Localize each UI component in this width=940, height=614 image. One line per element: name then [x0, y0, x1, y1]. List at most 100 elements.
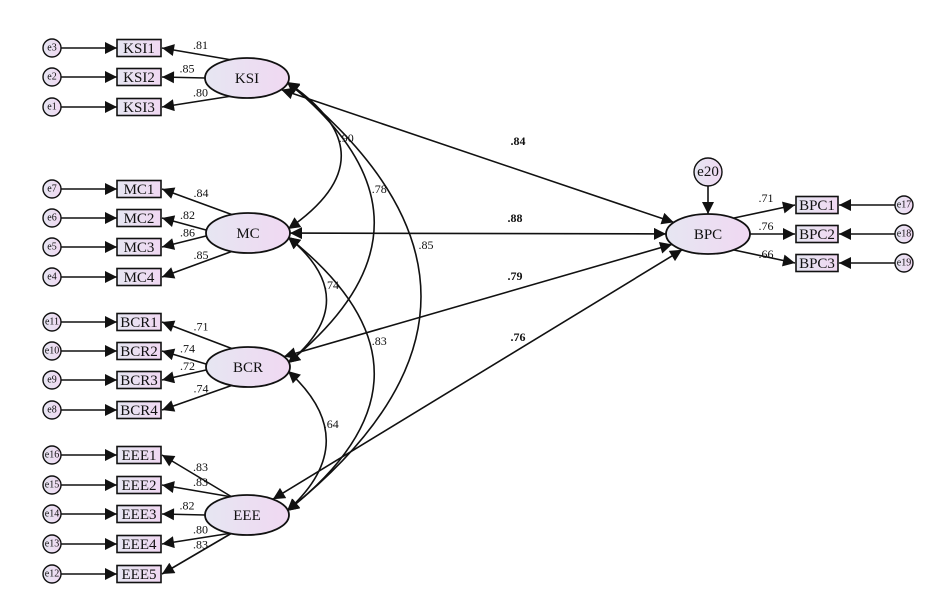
loading-label: .76	[759, 219, 774, 233]
indicator-label: EEE5	[122, 567, 157, 583]
loading-label: .81	[193, 38, 208, 52]
loading-arrow	[161, 348, 207, 365]
loading-arrow	[161, 508, 206, 521]
loading-arrow	[161, 454, 233, 498]
loading-label: .85	[180, 62, 195, 76]
indicator-label: EEE1	[122, 448, 157, 464]
error-label: e18	[897, 229, 911, 240]
loading-label: .84	[194, 186, 209, 200]
correlation-bcr-eee	[286, 370, 328, 512]
indicator-mc4	[116, 267, 162, 287]
loading-label: .82	[180, 499, 195, 513]
indicator-bpc3	[795, 253, 839, 273]
latent-bcr	[205, 346, 291, 388]
error-term-e2	[42, 67, 62, 87]
indicator-eee4	[116, 534, 162, 554]
indicator-eee1	[116, 445, 162, 465]
path-coefficient-label: .79	[508, 269, 523, 283]
indicator-eee5	[116, 564, 162, 584]
latent-label: KSI	[235, 71, 259, 87]
correlation-label: .83	[372, 334, 387, 348]
loading-label: .74	[194, 382, 209, 396]
indicator-label: BCR3	[120, 373, 158, 389]
correlation-label: .64	[324, 417, 339, 431]
indicator-label: EEE4	[122, 537, 157, 553]
error-label: e19	[897, 258, 911, 269]
loading-arrow	[161, 235, 207, 250]
error-term-e12	[42, 564, 62, 584]
indicator-mc2	[116, 208, 162, 228]
error-term-e10	[42, 341, 62, 361]
latent-ksi	[204, 57, 290, 99]
loading-label: .85	[194, 248, 209, 262]
error-term-e3	[42, 38, 62, 58]
indicator-label: KSI2	[123, 70, 155, 86]
path-bcr-bpc	[283, 241, 673, 360]
loading-label: .83	[193, 475, 208, 489]
error-label: e11	[45, 317, 59, 328]
loading-arrow	[161, 532, 233, 549]
indicator-label: BPC2	[799, 227, 835, 243]
indicator-label: MC3	[124, 240, 155, 256]
error-term-e16	[42, 445, 62, 465]
error-term-e17	[894, 195, 914, 215]
correlation-ksi-eee	[286, 81, 422, 512]
path-coefficient-label: .76	[511, 330, 526, 344]
loading-label: .66	[759, 247, 774, 261]
error-term-e15	[42, 475, 62, 495]
correlation-label: .85	[419, 238, 434, 252]
loading-arrow	[161, 215, 207, 231]
indicator-bcr1	[116, 312, 162, 332]
latent-label: MC	[236, 226, 259, 242]
correlation-label: .74	[324, 278, 339, 292]
latent-label: BCR	[233, 360, 263, 376]
indicator-label: BCR1	[120, 315, 158, 331]
error-label: e17	[897, 200, 911, 211]
indicator-label: BPC3	[799, 256, 835, 272]
loading-label: .83	[193, 538, 208, 552]
indicator-eee2	[116, 475, 162, 495]
error-label: e9	[47, 375, 56, 386]
error-term-e7	[42, 179, 62, 199]
loading-label: .83	[193, 460, 208, 474]
error-label: e10	[45, 346, 59, 357]
indicator-bcr4	[116, 400, 162, 420]
loading-arrow	[161, 44, 233, 61]
indicator-mc1	[116, 179, 162, 199]
loading-arrow	[733, 201, 796, 219]
loading-arrow	[161, 250, 234, 279]
latent-label: BPC	[694, 227, 722, 243]
error-label: e3	[47, 43, 56, 54]
error-term-e4	[42, 267, 62, 287]
latent-mc	[205, 212, 291, 254]
error-term-e1	[42, 97, 62, 117]
loading-label: .80	[193, 86, 208, 100]
error-label: e5	[47, 242, 56, 253]
indicator-eee3	[116, 504, 162, 524]
loading-label: .71	[759, 191, 774, 205]
indicator-label: MC2	[124, 211, 155, 227]
path-coefficient-label: .84	[511, 134, 526, 148]
error-term-e14	[42, 504, 62, 524]
loading-arrow	[733, 249, 796, 267]
disturbance-label: e20	[697, 164, 719, 180]
path-coefficient-label: .88	[508, 211, 523, 225]
loading-label: .80	[193, 523, 208, 537]
indicator-label: EEE3	[122, 507, 157, 523]
indicator-ksi3	[116, 97, 162, 117]
correlation-mc-bcr	[287, 236, 328, 364]
indicator-label: BCR2	[120, 344, 158, 360]
indicator-label: BPC1	[799, 198, 835, 214]
error-term-e9	[42, 370, 62, 390]
loading-label: .82	[180, 208, 195, 222]
indicator-ksi2	[116, 67, 162, 87]
error-term-e13	[42, 534, 62, 554]
loading-arrow	[161, 532, 233, 575]
indicator-label: BCR4	[120, 403, 158, 419]
error-term-e5	[42, 237, 62, 257]
loading-arrow	[161, 320, 234, 350]
loading-arrow	[161, 481, 233, 498]
error-term-e19	[894, 253, 914, 273]
